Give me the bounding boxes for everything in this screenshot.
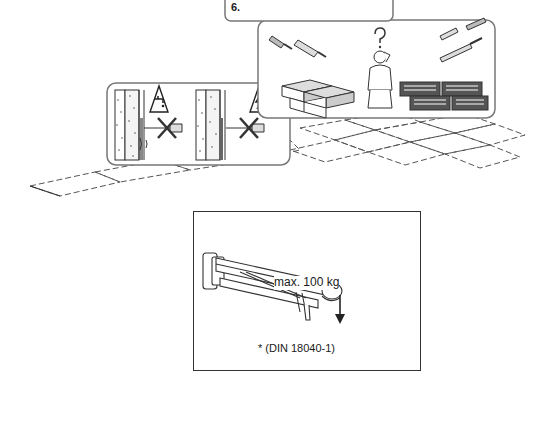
fixings-panel (258, 18, 495, 118)
standard-note: * (DIN 18040-1) (258, 342, 335, 355)
load-arrow (335, 295, 345, 324)
step-panel (225, 0, 393, 21)
load-limit-text: max. 100 kg (274, 276, 339, 290)
grab-bar-drawing (203, 253, 342, 320)
step-number: 6. (231, 1, 240, 13)
info-box: max. 100 kg * (DIN 18040-1) (193, 211, 421, 371)
